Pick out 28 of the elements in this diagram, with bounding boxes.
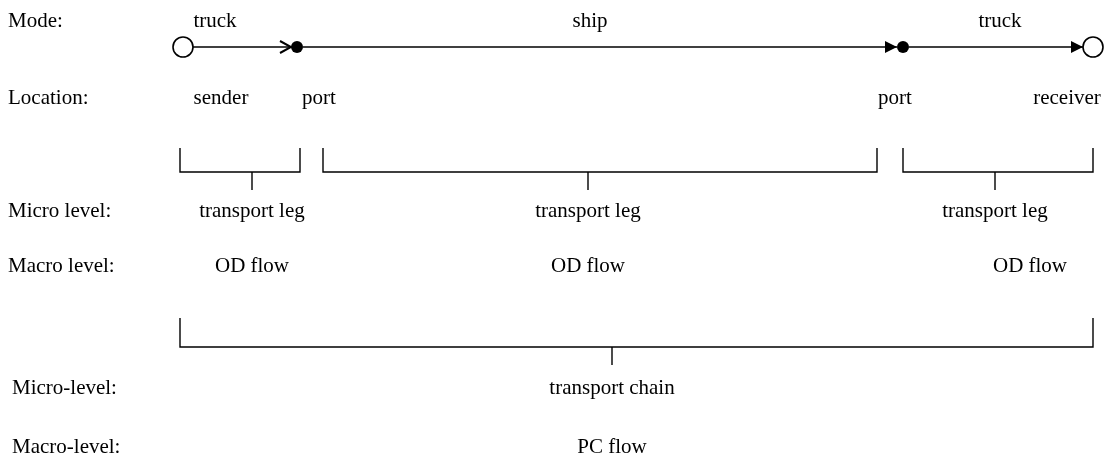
level-label: OD flow <box>992 253 1068 277</box>
location-label: receiver <box>1033 85 1101 109</box>
row-heading: Micro level: <box>8 198 112 222</box>
row-heading: Mode: <box>8 8 63 32</box>
location-circle <box>172 36 194 58</box>
row-heading: Macro level: <box>8 253 115 277</box>
level-label: OD flow <box>550 253 626 277</box>
arrow <box>192 40 292 54</box>
arrow <box>302 41 898 53</box>
row-heading: Location: <box>8 85 89 109</box>
transfer-dot <box>897 41 909 53</box>
level-label: transport chain <box>549 375 675 399</box>
arrow <box>908 41 1084 53</box>
edge-label: ship <box>572 8 608 32</box>
row-heading: Micro-level: <box>12 375 117 399</box>
location-label: port <box>878 85 912 109</box>
transfer-dot <box>291 41 303 53</box>
level-label: PC flow <box>577 434 647 458</box>
row-heading: Macro-level: <box>12 434 121 458</box>
location-label: sender <box>193 85 249 109</box>
location-circle <box>1082 36 1104 58</box>
level-label: transport leg <box>535 198 641 222</box>
location-label: port <box>302 85 336 109</box>
edge-label: truck <box>978 8 1022 32</box>
edge-label: truck <box>193 8 237 32</box>
level-label: transport leg <box>199 198 305 222</box>
level-label: OD flow <box>214 253 290 277</box>
level-label: transport leg <box>942 198 1048 222</box>
